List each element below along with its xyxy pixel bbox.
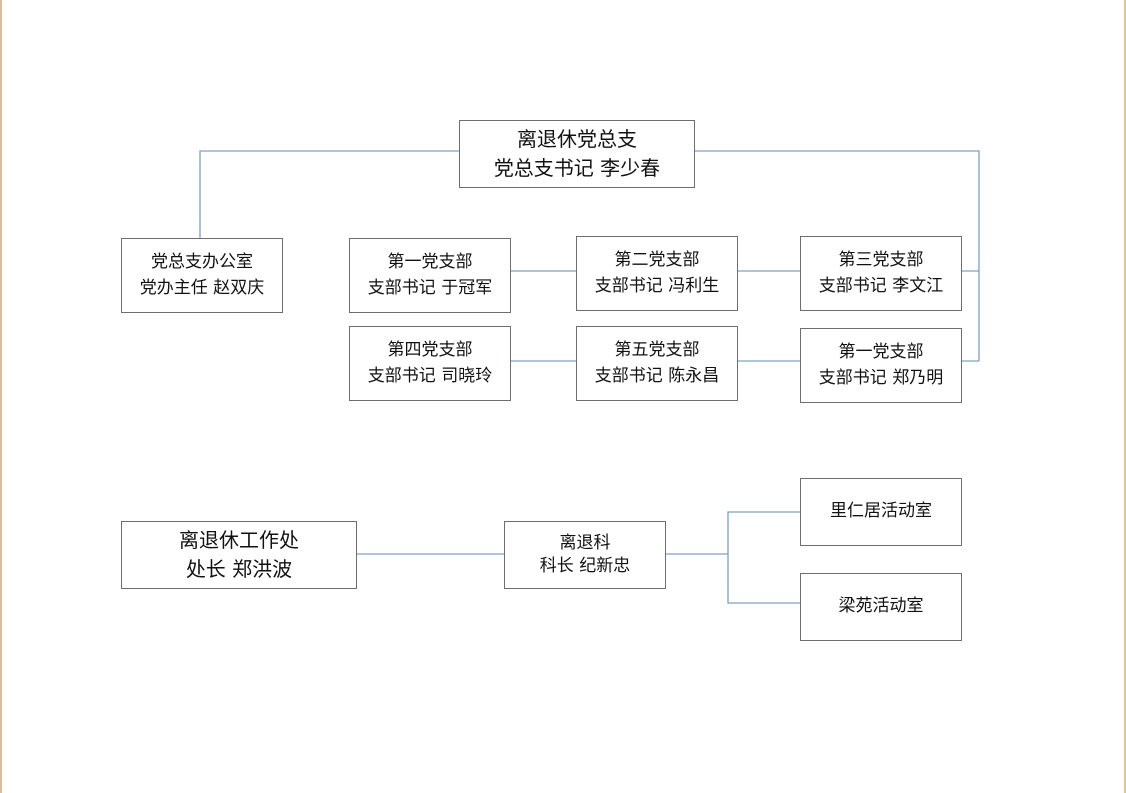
node-subtitle: 支部书记 陈永昌 [594, 365, 720, 386]
node-branch-5: 第五党支部 支部书记 陈永昌 [576, 326, 738, 401]
node-branch-2: 第二党支部 支部书记 冯利生 [576, 236, 738, 311]
node-subtitle: 支部书记 于冠军 [367, 277, 493, 298]
node-subtitle: 支部书记 李文江 [818, 275, 944, 296]
node-subtitle: 党总支书记 李少春 [493, 156, 661, 180]
page-left-edge [0, 0, 2, 793]
node-title: 党总支办公室 [151, 252, 253, 272]
node-subtitle: 党办主任 赵双庆 [139, 277, 265, 298]
node-branch-6: 第一党支部 支部书记 郑乃明 [800, 328, 962, 403]
node-title: 第一党支部 [838, 342, 924, 362]
node-title: 离退休党总支 [517, 127, 637, 151]
node-title: 第四党支部 [387, 340, 473, 360]
page-right-edge [1124, 0, 1126, 793]
connector-split-to-rooms [727, 511, 801, 604]
node-subtitle: 支部书记 司晓玲 [367, 365, 493, 386]
node-title: 里仁居活动室 [830, 501, 932, 522]
node-subtitle: 科长 纪新忠 [539, 556, 631, 576]
root-node-party-committee: 离退休党总支 党总支书记 李少春 [459, 120, 695, 188]
node-branch-1: 第一党支部 支部书记 于冠军 [349, 238, 511, 313]
connector-root-to-office [199, 150, 459, 238]
node-title: 离退科 [559, 533, 611, 554]
node-subtitle: 支部书记 冯利生 [594, 275, 720, 296]
node-title: 第二党支部 [614, 250, 700, 270]
root-node-work-office: 离退休工作处 处长 郑洪波 [121, 521, 357, 589]
node-subtitle: 处长 郑洪波 [185, 557, 293, 581]
node-party-office: 党总支办公室 党办主任 赵双庆 [121, 238, 283, 313]
node-title: 第一党支部 [387, 252, 473, 272]
node-activity-room-2: 梁苑活动室 [800, 573, 962, 641]
node-retirement-section: 离退科 科长 纪新忠 [504, 521, 666, 589]
node-branch-3: 第三党支部 支部书记 李文江 [800, 236, 962, 311]
node-subtitle: 支部书记 郑乃明 [818, 367, 944, 388]
node-title: 第三党支部 [838, 250, 924, 270]
node-title: 梁苑活动室 [838, 596, 924, 617]
node-activity-room-1: 里仁居活动室 [800, 478, 962, 546]
connector-root-to-right-trunk [694, 150, 980, 361]
node-title: 离退休工作处 [179, 528, 299, 552]
node-branch-4: 第四党支部 支部书记 司晓玲 [349, 326, 511, 401]
node-title: 第五党支部 [614, 340, 700, 360]
